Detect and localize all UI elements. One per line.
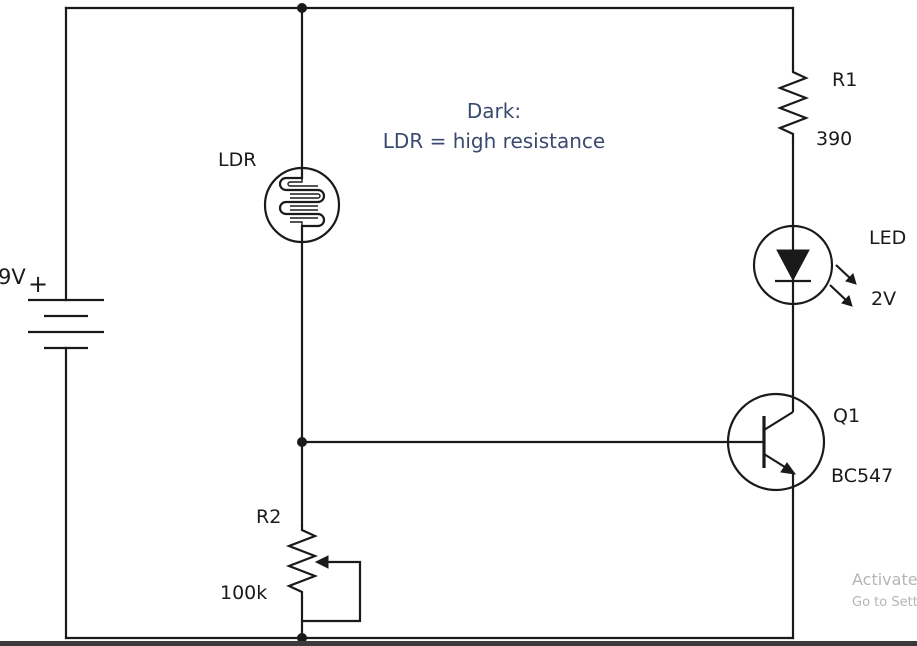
battery-voltage-label: 9V: [0, 265, 26, 289]
q1-emitter-arrow: [780, 462, 797, 475]
led-triangle: [776, 249, 810, 282]
note-dark-heading: Dark:: [467, 99, 521, 123]
r2-wiper-wire: [302, 560, 362, 623]
q1-collector-lead: [763, 411, 794, 431]
q1-part-number: BC547: [831, 465, 893, 487]
led-emission-arrowhead-2: [841, 295, 853, 307]
r2-value: 100k: [220, 582, 267, 604]
led-value: 2V: [871, 288, 896, 310]
r2-wiper-arrow: [314, 555, 329, 569]
q1-emitter-lead: [763, 453, 789, 470]
r1-zigzag: [776, 66, 810, 144]
ldr-label: LDR: [218, 149, 256, 171]
note-ldr-state: LDR = high resistance: [383, 129, 605, 153]
led-symbol: [752, 224, 857, 307]
r1-label: R1: [832, 69, 857, 91]
led-label: LED: [869, 227, 906, 249]
r2-potentiometer-symbol: [285, 525, 362, 623]
junction-dot-top: [297, 3, 307, 13]
battery-symbol: [28, 298, 104, 350]
led-emission-arrowhead-1: [845, 273, 857, 285]
wires: [64, 6, 795, 640]
q1-body: [726, 392, 826, 492]
ldr-track-inner: [287, 172, 321, 232]
r1-resistor-symbol: [776, 66, 810, 144]
q1-label: Q1: [833, 405, 860, 427]
watermark-settings: Go to Sett: [852, 595, 917, 610]
r2-zigzag: [285, 525, 319, 598]
junction-dot-base: [297, 437, 307, 447]
led-emission-arrow-2: [829, 284, 849, 303]
q1-transistor-symbol: [726, 392, 826, 492]
r1-value: 390: [816, 128, 852, 150]
bottom-edge-bar: [0, 641, 917, 646]
junctions: [297, 3, 307, 643]
watermark-activate: Activate: [852, 570, 917, 589]
battery-plus-sign: +: [28, 270, 48, 298]
r2-label: R2: [256, 506, 281, 528]
ldr-track: [278, 168, 326, 243]
ldr-symbol: [263, 166, 341, 244]
